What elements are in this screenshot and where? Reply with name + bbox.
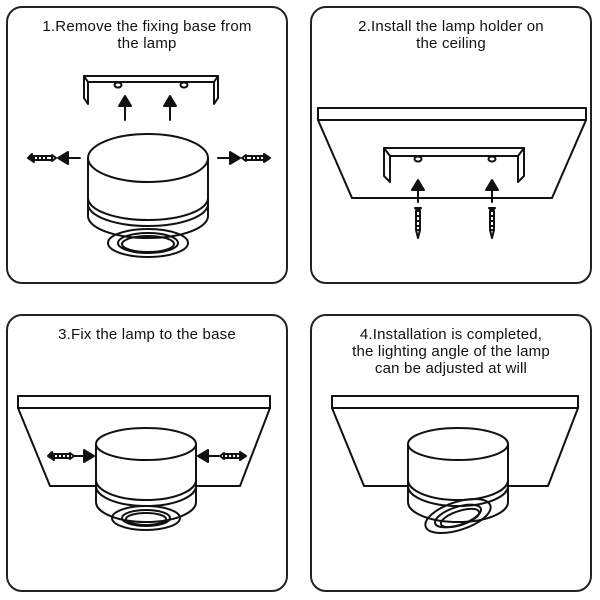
step-2-line-1: 2.Install the lamp holder on xyxy=(358,18,544,35)
step-1-line-1: 1.Remove the fixing base from xyxy=(42,18,252,35)
screw-icon xyxy=(488,207,496,239)
cylinder-lamp-icon xyxy=(95,427,197,531)
step-1-caption: 1.Remove the fixing base from the lamp xyxy=(8,18,286,52)
bracket-icon xyxy=(83,75,219,105)
screw-icon xyxy=(414,207,422,239)
arrow-icon xyxy=(73,449,95,463)
step-4-line-3: can be adjusted at will xyxy=(374,360,528,377)
bracket-icon xyxy=(383,147,525,183)
step-4-line-1: 4.Installation is completed, xyxy=(359,326,543,343)
step-4-line-2: the lighting angle of the lamp xyxy=(352,343,550,360)
step-3-illustration xyxy=(17,395,271,531)
step-3-panel: 3.Fix the lamp to the base xyxy=(6,314,288,592)
cylinder-lamp-icon xyxy=(407,427,509,534)
step-2-line-2: the ceiling xyxy=(416,35,486,52)
arrow-icon xyxy=(197,449,221,463)
screw-icon xyxy=(47,451,75,461)
step-2-panel: 2.Install the lamp holder on the ceiling xyxy=(310,6,592,284)
step-1-panel: 1.Remove the fixing base from the lamp xyxy=(6,6,288,284)
step-4-illustration xyxy=(331,395,579,534)
screw-icon xyxy=(219,451,247,461)
screw-icon xyxy=(27,153,57,163)
step-3-caption: 3.Fix the lamp to the base xyxy=(8,326,286,343)
arrow-icon xyxy=(57,151,81,165)
arrow-icon xyxy=(411,179,499,203)
step-4-panel: 4.Installation is completed, the lightin… xyxy=(310,314,592,592)
screw-icon xyxy=(241,153,271,163)
step-2-caption: 2.Install the lamp holder on the ceiling xyxy=(312,18,590,52)
step-1-illustration xyxy=(27,75,271,258)
cylinder-lamp-icon xyxy=(87,133,209,258)
step-1-line-2: the lamp xyxy=(117,35,177,52)
arrow-icon xyxy=(217,151,241,165)
step-2-illustration xyxy=(317,107,587,239)
step-3-line-1: 3.Fix the lamp to the base xyxy=(58,326,236,343)
step-4-caption: 4.Installation is completed, the lightin… xyxy=(312,326,590,377)
arrow-icon xyxy=(118,95,177,121)
ceiling-plate-icon xyxy=(317,107,587,199)
